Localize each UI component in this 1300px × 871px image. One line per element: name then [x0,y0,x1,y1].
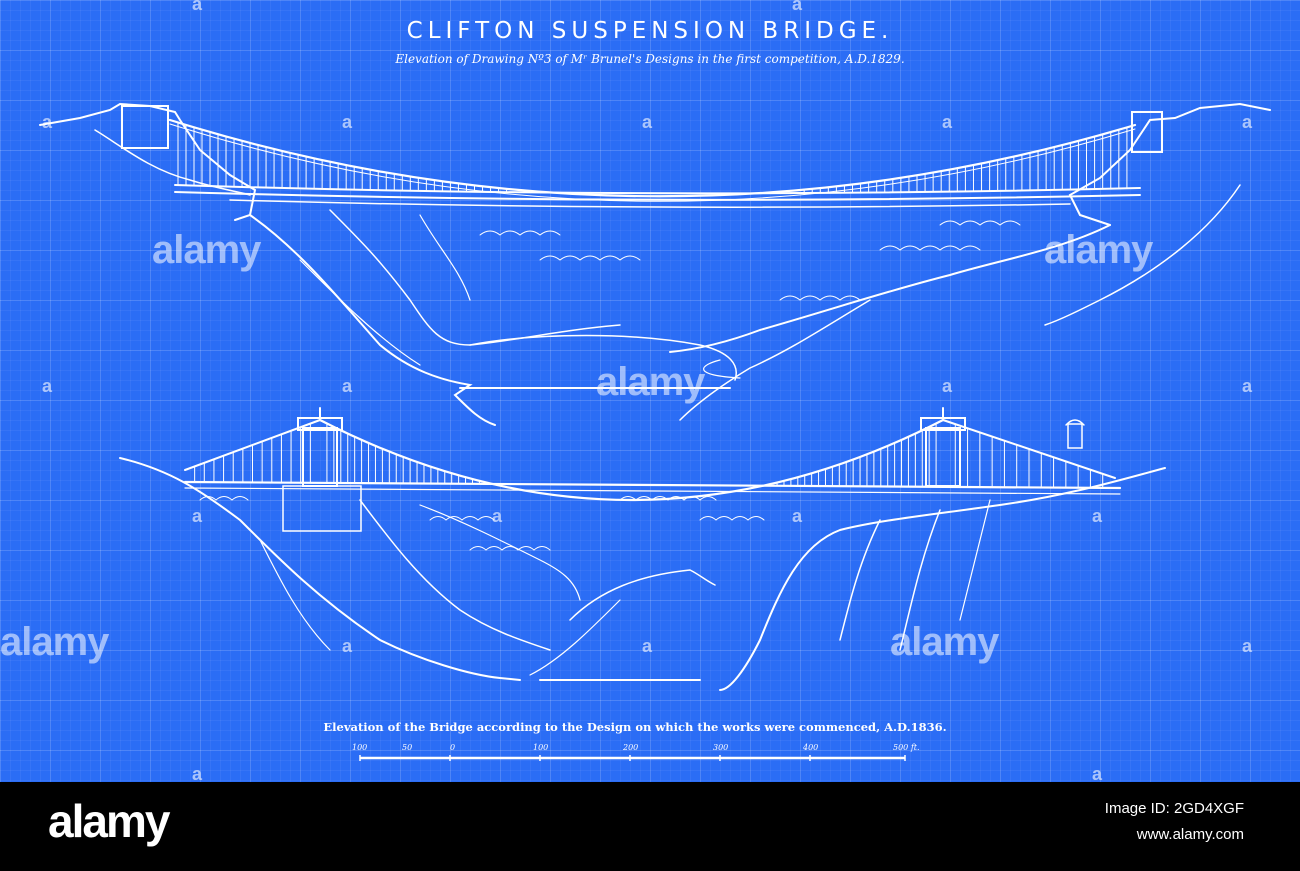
lower-left-cliff [119,457,521,681]
lower-bridge-elevation [119,407,1166,691]
watermark: alamy [596,360,705,404]
watermark-letter: a [1092,506,1103,526]
blueprint-drawing: CLIFTON SUSPENSION BRIDGE. Elevation of … [0,0,1300,782]
scale-label: 500 ft. [893,743,920,752]
scale-labels: 100 50 0 100 200 300 400 500 ft. [352,743,920,752]
watermark-letter: a [1242,636,1253,656]
watermark-letter: a [1242,376,1253,396]
upper-right-tower [1131,111,1163,153]
watermark-letter: a [642,112,653,132]
site-url: www.alamy.com [1136,826,1244,843]
lower-elevation-caption: Elevation of the Bridge according to the… [323,720,947,734]
drawing-title: CLIFTON SUSPENSION BRIDGE. [406,18,894,44]
drawing-subtitle: Elevation of Drawing Nº3 of Mʳ Brunel's … [395,52,905,66]
watermark: alamy [1044,228,1153,272]
watermark-letter: a [192,506,203,526]
upper-left-tower [121,105,169,149]
upper-river [469,334,737,381]
image-id-label: Image ID: 2GD4XGF [1104,800,1244,817]
watermark-letter: a [642,636,653,656]
brand-logo: alamy [48,795,170,847]
scale-label: 0 [450,743,455,752]
watermark-letter: a [192,0,203,14]
lower-river [569,569,716,621]
scale-label: 100 [533,743,548,752]
bridge-illustrations: 100 50 0 100 200 300 400 500 ft. [39,102,1271,761]
watermark-letter: a [342,636,353,656]
watermark-letter: a [942,112,953,132]
upper-left-cliff [39,102,257,221]
lower-right-cliff [719,467,1166,691]
upper-right-cliff [1068,102,1271,226]
upper-hangers [177,121,1128,194]
watermark-letter: a [42,112,53,132]
scale-bar [359,755,906,761]
watermark-letter: a [1242,112,1253,132]
scale-label: 50 [402,743,412,752]
watermark-letter: a [192,764,203,782]
watermark-letter: a [1092,764,1103,782]
watermark: alamy [152,228,261,272]
upper-gorge-right [669,224,1111,353]
lower-main-cable [318,418,945,502]
watermark-letter: a [792,0,803,14]
scale-label: 100 [352,743,367,752]
upper-gorge-left [249,214,496,426]
lower-observatory [1067,423,1083,449]
lower-hangers [194,423,1104,489]
watermark: alamy [0,620,109,664]
scale-label: 300 [713,743,728,752]
watermark: alamy [890,620,999,664]
upper-main-cable [168,118,1137,198]
watermark-letter: a [942,376,953,396]
watermark-letter: a [42,376,53,396]
scale-label: 400 [802,743,818,752]
watermark-letter: a [342,376,353,396]
watermark-letter: a [792,506,803,526]
stock-footer-bar [0,782,1300,871]
scale-label: 200 [622,743,638,752]
watermark-letter: a [492,506,503,526]
watermark-letter: a [342,112,353,132]
upper-deck [174,184,1141,195]
upper-bridge-elevation [39,102,1271,426]
